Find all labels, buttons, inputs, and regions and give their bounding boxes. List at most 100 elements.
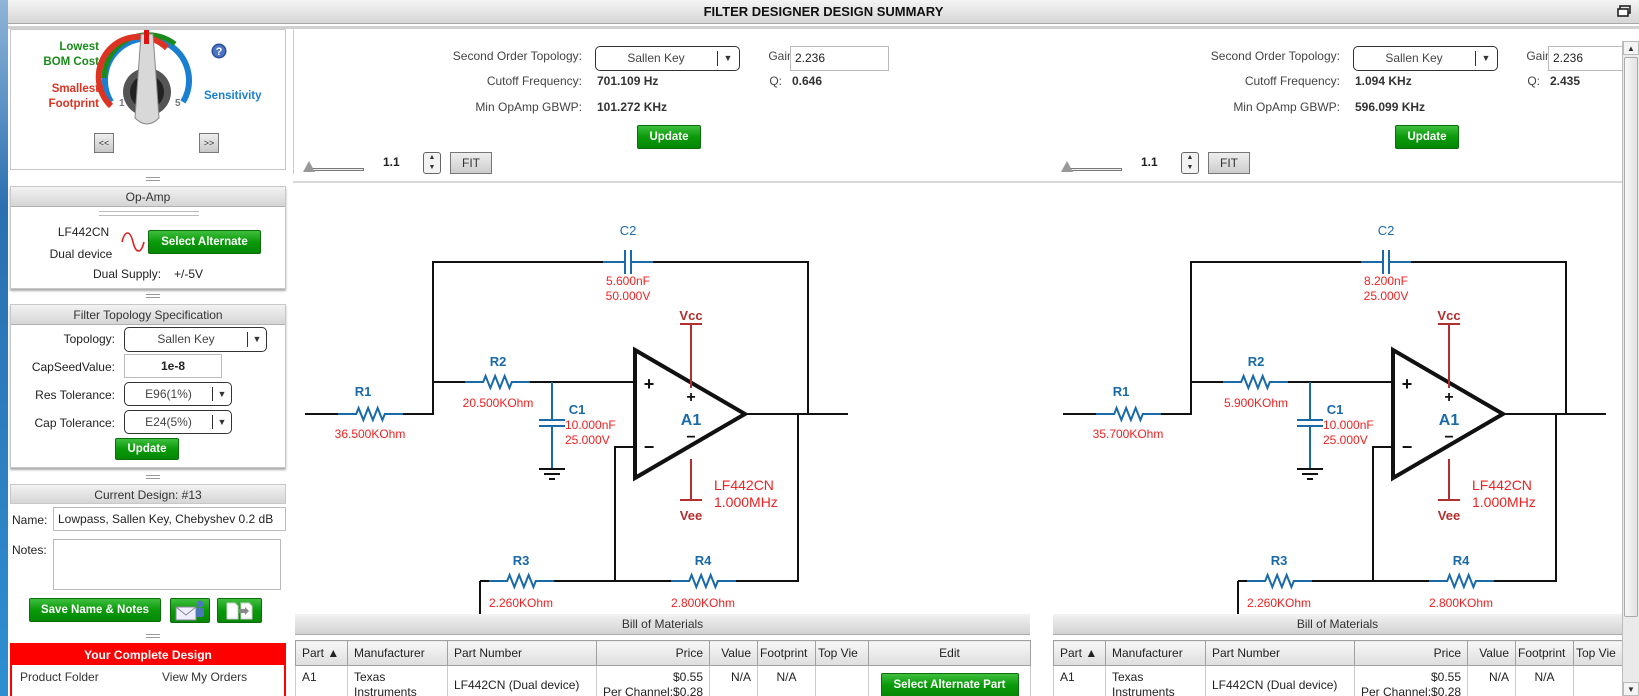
r4-label: R4	[1453, 553, 1470, 568]
scroll-down-arrow-icon[interactable]: ▼	[1623, 682, 1639, 696]
wire	[1494, 414, 1557, 582]
cell-edit: Select Alternate Part	[868, 665, 1031, 696]
design-name-input[interactable]: Lowpass, Sallen Key, Chebyshev 0.2 dB	[53, 507, 286, 531]
chevron-down-icon: ▼	[723, 53, 733, 63]
product-folder-link[interactable]: Product Folder	[20, 670, 99, 684]
capseed-input[interactable]: 1e-8	[124, 354, 222, 378]
scrollbar-thumb[interactable]	[1624, 57, 1638, 617]
topology-spec-panel: Filter Topology Specification Topology: …	[10, 304, 286, 468]
col-top-view[interactable]: Top Vie	[1573, 640, 1622, 666]
email-share-icon	[175, 600, 204, 621]
cap-tolerance-select[interactable]: E24(5%) ▼	[124, 410, 232, 434]
col-footprint[interactable]: Footprint	[757, 640, 816, 666]
vertical-scrollbar[interactable]: ▲ ▼	[1622, 41, 1639, 696]
notes-textarea[interactable]	[53, 539, 281, 590]
stage-2-topology-select[interactable]: Sallen Key ▼	[1353, 46, 1498, 71]
stage-1-gain-input[interactable]: 2.236	[790, 46, 889, 71]
col-price[interactable]: Price	[1354, 640, 1468, 666]
select-alternate-opamp-button[interactable]: Select Alternate	[148, 230, 261, 254]
stage-2-gain-input[interactable]: 2.236	[1548, 46, 1628, 71]
stage-2-zoom-spinner[interactable]: ▲▼	[1181, 152, 1199, 174]
gbwp-label: Min OpAmp GBWP:	[1233, 100, 1340, 114]
col-top-view[interactable]: Top Vie	[815, 640, 869, 666]
r1-label: R1	[1113, 384, 1130, 399]
cell-value: N/A	[1467, 665, 1516, 696]
col-manufacturer[interactable]: Manufacturer	[1105, 640, 1206, 666]
chevron-down-icon: ▼	[217, 389, 227, 399]
inverting-input-sign: −	[1402, 437, 1413, 457]
r1-value: 35.700KOhm	[1093, 427, 1164, 441]
next-button[interactable]: >>	[199, 133, 219, 153]
resistor-r4	[1429, 572, 1494, 590]
stage-1-topology-select[interactable]: Sallen Key ▼	[595, 46, 740, 71]
bom-table: Part ▲ Manufacturer Part Number Price Va…	[295, 640, 1031, 696]
dial-max-label: 5	[175, 98, 181, 109]
slider-thumb[interactable]	[303, 161, 315, 172]
panel-resize-grip[interactable]	[146, 475, 160, 479]
sine-wave-icon	[121, 232, 145, 252]
slider-thumb[interactable]	[1061, 161, 1073, 172]
restore-window-icon[interactable]	[1617, 5, 1631, 17]
stage-1-zoom-spinner[interactable]: ▲▼	[423, 152, 441, 174]
topology-select[interactable]: Sallen Key ▼	[124, 327, 267, 352]
c2-voltage: 50.000V	[606, 289, 651, 303]
lowest-bom-label: Lowest BOM Cost	[43, 41, 99, 68]
save-name-notes-button[interactable]: Save Name & Notes	[29, 598, 161, 622]
stage-2-topology-value: Sallen Key	[1385, 51, 1443, 65]
vee-label: Vee	[1438, 508, 1460, 523]
optimizer-dial[interactable]: 1 5	[91, 30, 201, 135]
stage-2-zoom-slider[interactable]	[1061, 160, 1122, 174]
res-tolerance-select[interactable]: E96(1%) ▼	[124, 382, 232, 406]
cutoff-label: Cutoff Frequency:	[486, 74, 582, 88]
col-part[interactable]: Part ▲	[1053, 640, 1106, 666]
panel-resize-grip[interactable]	[146, 177, 160, 181]
stage-2-fit-button[interactable]: FIT	[1208, 152, 1250, 174]
cell-part-number: LF442CN (Dual device)	[1205, 665, 1355, 696]
select-alternate-part-button[interactable]: Select Alternate Part	[880, 673, 1019, 696]
col-part[interactable]: Part ▲	[295, 640, 348, 666]
r2-label: R2	[490, 354, 507, 369]
col-part-number[interactable]: Part Number	[447, 640, 597, 666]
scroll-up-arrow-icon[interactable]: ▲	[1623, 41, 1639, 55]
col-manufacturer[interactable]: Manufacturer	[347, 640, 448, 666]
gbwp-label: Min OpAmp GBWP:	[475, 100, 582, 114]
col-footprint[interactable]: Footprint	[1515, 640, 1574, 666]
c2-voltage: 25.000V	[1364, 289, 1409, 303]
panel-resize-grip[interactable]	[146, 634, 160, 638]
stage-1-update-button[interactable]: Update	[637, 125, 701, 149]
email-share-button[interactable]	[170, 598, 210, 623]
stage-1-topology-value: Sallen Key	[627, 51, 685, 65]
svg-text:?: ?	[216, 46, 223, 58]
col-price[interactable]: Price	[596, 640, 710, 666]
c1-voltage: 25.000V	[1323, 433, 1368, 447]
r4-value: 2.800KOhm	[671, 596, 735, 610]
panel-resize-grip[interactable]	[146, 294, 160, 298]
stage-1-zoom-slider[interactable]	[303, 160, 364, 174]
cell-value: N/A	[709, 665, 758, 696]
vee-pin-sign: −	[1444, 429, 1453, 446]
wire	[653, 261, 809, 414]
previous-button[interactable]: <<	[94, 133, 114, 153]
gain-label: Gain:	[768, 49, 797, 63]
view-orders-link[interactable]: View My Orders	[162, 670, 248, 684]
stage-1-fit-button[interactable]: FIT	[450, 152, 492, 174]
export-button[interactable]	[217, 598, 262, 623]
col-value[interactable]: Value	[709, 640, 758, 666]
cell-part: A1	[295, 665, 348, 696]
cutoff-label: Cutoff Frequency:	[1244, 74, 1340, 88]
capacitor-c2	[1361, 250, 1411, 274]
col-value[interactable]: Value	[1467, 640, 1516, 666]
r3-label: R3	[1271, 553, 1288, 568]
help-icon[interactable]: ?	[211, 43, 227, 59]
stage-2-update-button[interactable]: Update	[1395, 125, 1459, 149]
col-part-number[interactable]: Part Number	[1205, 640, 1355, 666]
topology-update-button[interactable]: Update	[115, 438, 179, 460]
chevron-down-icon: ▼	[1481, 53, 1491, 63]
inverting-input-sign: −	[644, 437, 655, 457]
col-edit[interactable]: Edit	[868, 640, 1031, 666]
title-divider	[8, 26, 1639, 29]
